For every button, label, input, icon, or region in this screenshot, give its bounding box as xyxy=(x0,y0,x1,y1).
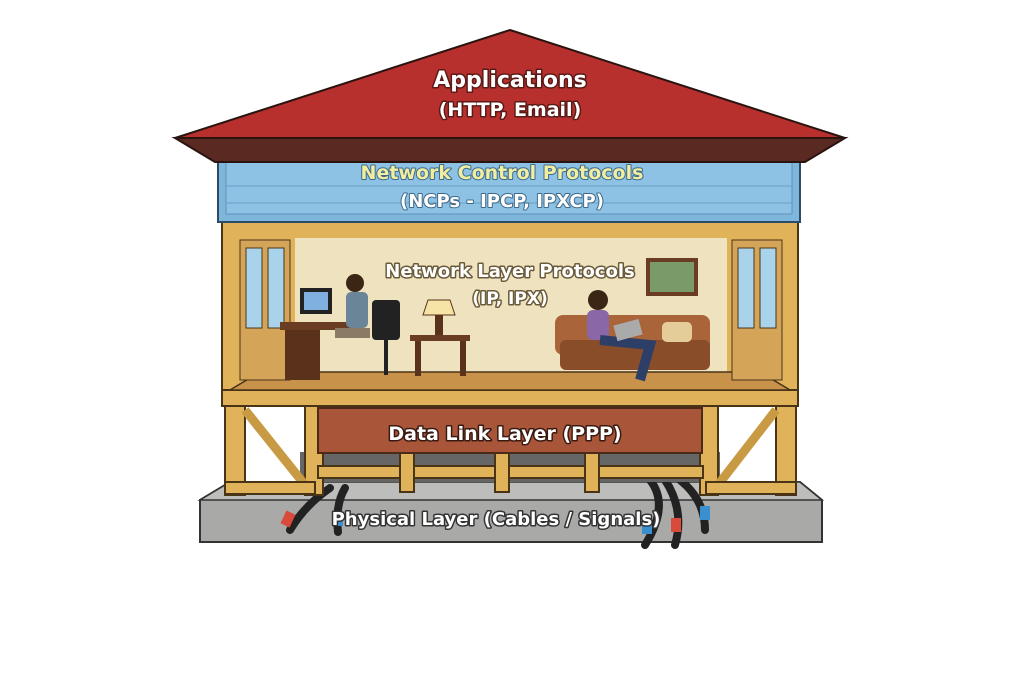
sofa-scene xyxy=(555,290,710,382)
network-layer-title: Network Layer Protocols xyxy=(385,261,634,282)
physical-layer-title: Physical Layer (Cables / Signals) xyxy=(332,509,661,530)
cushion xyxy=(662,322,692,342)
laptop-icon xyxy=(613,318,643,342)
data-link-title: Data Link Layer (PPP) xyxy=(388,423,621,445)
applications-title: Applications xyxy=(433,68,586,93)
applications-subtitle: (HTTP, Email) xyxy=(439,99,582,121)
roof xyxy=(171,28,849,163)
crawlspace-frame xyxy=(224,404,797,496)
person-at-desk-icon xyxy=(346,274,364,292)
lamp-icon xyxy=(422,299,456,316)
network-layer-subtitle: (IP, IPX) xyxy=(472,289,547,309)
network-control-subtitle: (NCPs - IPCP, IPXCP) xyxy=(400,191,604,212)
office-scene xyxy=(280,274,400,380)
foundation xyxy=(197,481,825,543)
lamp-table xyxy=(410,299,470,376)
data-link-layer-block xyxy=(317,407,703,454)
network-control-title: Network Control Protocols xyxy=(361,162,644,184)
person-on-sofa-icon xyxy=(588,290,608,310)
cables-icon xyxy=(280,476,710,549)
office-chair-icon xyxy=(372,300,400,340)
wall-painting xyxy=(646,258,698,296)
